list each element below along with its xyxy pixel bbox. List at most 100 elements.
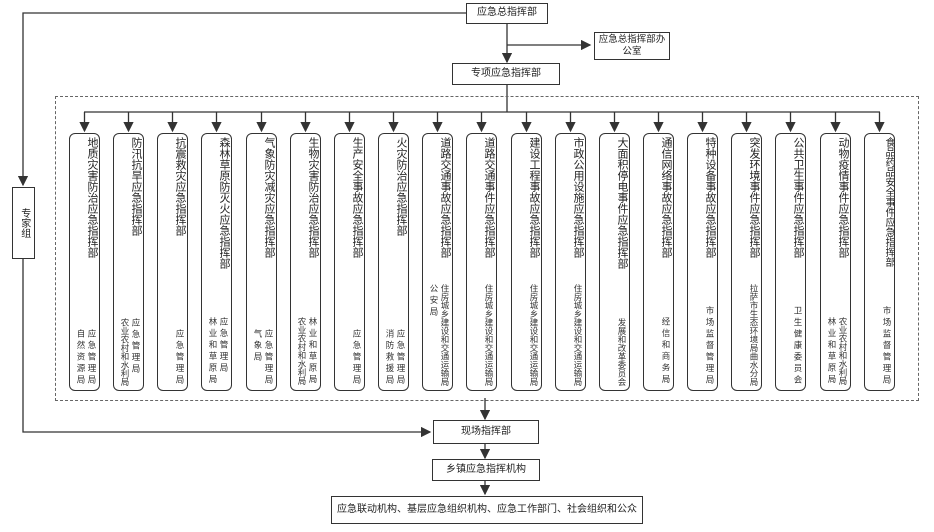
emergency-hq-label: 应急总指挥部 <box>477 7 537 19</box>
command-box-12[interactable]: 大面积停电事件应急指挥部发展和改革委员会 <box>599 133 630 391</box>
command-unit-label: 经信和商务局 <box>660 317 670 386</box>
command-box-6[interactable]: 生产安全事故应急指挥部应急管理局 <box>334 133 365 391</box>
command-unit-label: 应急管理局 <box>351 328 361 387</box>
command-unit-label: 发展和改革委员会 <box>616 318 626 386</box>
command-unit-label: 农业农村和水利局 <box>296 317 306 385</box>
command-title: 防汛抗旱应急指挥部 <box>130 137 143 236</box>
command-box-16[interactable]: 公共卫生事件应急指挥部卫生健康委员会 <box>775 133 806 391</box>
command-unit-label: 住房城乡建设和交通运输局 <box>483 284 493 386</box>
command-units: 经信和商务局 <box>660 317 670 386</box>
command-title: 突发环境事件应急指挥部 <box>748 137 761 258</box>
command-unit-label: 农业农村和水利局 <box>837 317 847 385</box>
bottom-orgs-label: 应急联动机构、基层应急组织机构、应急工作部门、社会组织和公众 <box>337 503 637 515</box>
command-units: 应急管理局消防救援局 <box>384 329 405 387</box>
command-unit-label: 林业和草原局 <box>826 317 836 386</box>
command-unit-label: 林业和草原局 <box>207 317 217 386</box>
special-hq-label: 专项应急指挥部 <box>471 67 541 79</box>
command-units: 卫生健康委员会 <box>792 306 802 387</box>
command-box-2[interactable]: 抗震救灾应急指挥部应急管理局 <box>157 133 188 391</box>
command-title: 食品药品安全事件应急指挥部 <box>883 137 894 267</box>
command-title: 森林草原防灭火应急指挥部 <box>218 137 231 269</box>
command-unit-label: 农业农村和水利局 <box>119 318 129 386</box>
command-title: 市政公用设施应急指挥部 <box>572 137 585 258</box>
command-unit-label: 应急管理局 <box>174 328 184 387</box>
command-units: 住房城乡建设和交通运输局 <box>572 284 582 386</box>
command-box-9[interactable]: 道路交通事件应急指挥部住房城乡建设和交通运输局 <box>466 133 497 391</box>
command-title: 通信网络事故应急指挥部 <box>660 137 673 258</box>
special-hq-box[interactable]: 专项应急指挥部 <box>452 63 560 85</box>
command-title: 道路交通事故应急指挥部 <box>439 137 452 258</box>
command-box-8[interactable]: 道路交通事故应急指挥部住房城乡建设和交通运输局公安局 <box>422 133 453 391</box>
command-box-0[interactable]: 地质灾害防治应急指挥部应急管理局自然资源局 <box>69 133 100 391</box>
command-title: 道路交通事件应急指挥部 <box>483 137 496 258</box>
field-command-box[interactable]: 现场指挥部 <box>433 420 539 444</box>
command-units: 住房城乡建设和交通运输局公安局 <box>428 284 449 386</box>
command-box-10[interactable]: 建设工程事故应急指挥部住房城乡建设和交通运输局 <box>511 133 542 391</box>
command-unit-label: 气象局 <box>252 328 262 364</box>
command-units: 农业农村和水利局林业和草原局 <box>826 317 847 386</box>
command-units: 市场监督管理局 <box>881 306 891 387</box>
command-unit-label: 应急管理局 <box>395 328 405 387</box>
command-units: 林业和草原局农业农村和水利局 <box>296 317 317 386</box>
emergency-hq-box[interactable]: 应急总指挥部 <box>466 3 548 24</box>
command-unit-label: 住房城乡建设和交通运输局 <box>572 284 582 386</box>
expert-group-box[interactable]: 专家组 <box>12 187 35 259</box>
command-title: 大面积停电事件应急指挥部 <box>616 137 629 269</box>
command-title: 抗震救灾应急指挥部 <box>174 137 187 236</box>
command-box-3[interactable]: 森林草原防灭火应急指挥部应急管理局林业和草原局 <box>201 133 232 391</box>
command-box-14[interactable]: 特种设备事故应急指挥部市场监督管理局 <box>687 133 718 391</box>
command-unit-label: 应急管理局 <box>130 318 140 376</box>
hq-office-label: 应急总指挥部办公室 <box>598 34 666 57</box>
command-title: 建设工程事故应急指挥部 <box>528 137 541 258</box>
command-unit-label: 消防救援局 <box>384 328 394 387</box>
command-unit-label: 卫生健康委员会 <box>792 305 802 387</box>
command-units: 应急管理局农业农村和水利局 <box>119 318 140 386</box>
command-unit-label: 市场监督管理局 <box>881 305 891 387</box>
command-box-11[interactable]: 市政公用设施应急指挥部住房城乡建设和交通运输局 <box>555 133 586 391</box>
township-command-label: 乡镇应急指挥机构 <box>446 463 526 475</box>
hq-office-box[interactable]: 应急总指挥部办公室 <box>594 32 670 60</box>
field-command-label: 现场指挥部 <box>461 425 511 437</box>
command-unit-label: 住房城乡建设和交通运输局 <box>528 284 538 386</box>
command-units: 应急管理局 <box>351 329 361 387</box>
command-title: 地质灾害防治应急指挥部 <box>86 137 99 258</box>
command-units: 应急管理局林业和草原局 <box>207 317 228 386</box>
command-unit-label: 应急管理局 <box>218 317 228 375</box>
command-title: 气象防灾减灾应急指挥部 <box>263 137 276 258</box>
command-unit-label: 应急管理局 <box>263 328 273 387</box>
bottom-orgs-box[interactable]: 应急联动机构、基层应急组织机构、应急工作部门、社会组织和公众 <box>331 496 643 524</box>
command-unit-label: 拉萨市生态环境局曲水分局 <box>748 284 758 386</box>
command-box-4[interactable]: 气象防灾减灾应急指挥部应急管理局气象局 <box>246 133 277 391</box>
command-box-17[interactable]: 动物疫情事件应急指挥部农业农村和水利局林业和草原局 <box>820 133 851 391</box>
command-title: 公共卫生事件应急指挥部 <box>792 137 805 258</box>
command-box-7[interactable]: 火灾防治应急指挥部应急管理局消防救援局 <box>378 133 409 391</box>
command-title: 动物疫情事件应急指挥部 <box>837 137 850 258</box>
expert-group-label: 专家组 <box>18 208 30 238</box>
command-units: 拉萨市生态环境局曲水分局 <box>748 284 758 386</box>
command-unit-label: 公安局 <box>428 284 438 319</box>
command-box-5[interactable]: 生物灾害防治应急指挥部林业和草原局农业农村和水利局 <box>290 133 321 391</box>
command-box-13[interactable]: 通信网络事故应急指挥部经信和商务局 <box>643 133 674 391</box>
township-command-box[interactable]: 乡镇应急指挥机构 <box>432 459 540 481</box>
command-unit-label: 住房城乡建设和交通运输局 <box>439 284 449 386</box>
command-title: 生产安全事故应急指挥部 <box>351 137 364 258</box>
command-unit-label: 自然资源局 <box>75 328 85 387</box>
command-units: 应急管理局自然资源局 <box>75 329 96 387</box>
command-box-18[interactable]: 食品药品安全事件应急指挥部市场监督管理局 <box>864 133 895 391</box>
command-unit-label: 应急管理局 <box>86 328 96 387</box>
command-units: 市场监督管理局 <box>704 306 714 387</box>
command-title: 火灾防治应急指挥部 <box>395 137 408 236</box>
command-box-15[interactable]: 突发环境事件应急指挥部拉萨市生态环境局曲水分局 <box>731 133 762 391</box>
special-command-group <box>55 96 919 401</box>
command-title: 特种设备事故应急指挥部 <box>704 137 717 258</box>
command-title: 生物灾害防治应急指挥部 <box>307 137 320 258</box>
command-units: 应急管理局气象局 <box>252 329 273 387</box>
command-unit-label: 林业和草原局 <box>307 317 317 386</box>
command-units: 发展和改革委员会 <box>616 318 626 386</box>
command-unit-label: 市场监督管理局 <box>704 305 714 387</box>
command-units: 应急管理局 <box>174 329 184 387</box>
command-units: 住房城乡建设和交通运输局 <box>483 284 493 386</box>
command-box-1[interactable]: 防汛抗旱应急指挥部应急管理局农业农村和水利局 <box>113 133 144 391</box>
command-units: 住房城乡建设和交通运输局 <box>528 284 538 386</box>
